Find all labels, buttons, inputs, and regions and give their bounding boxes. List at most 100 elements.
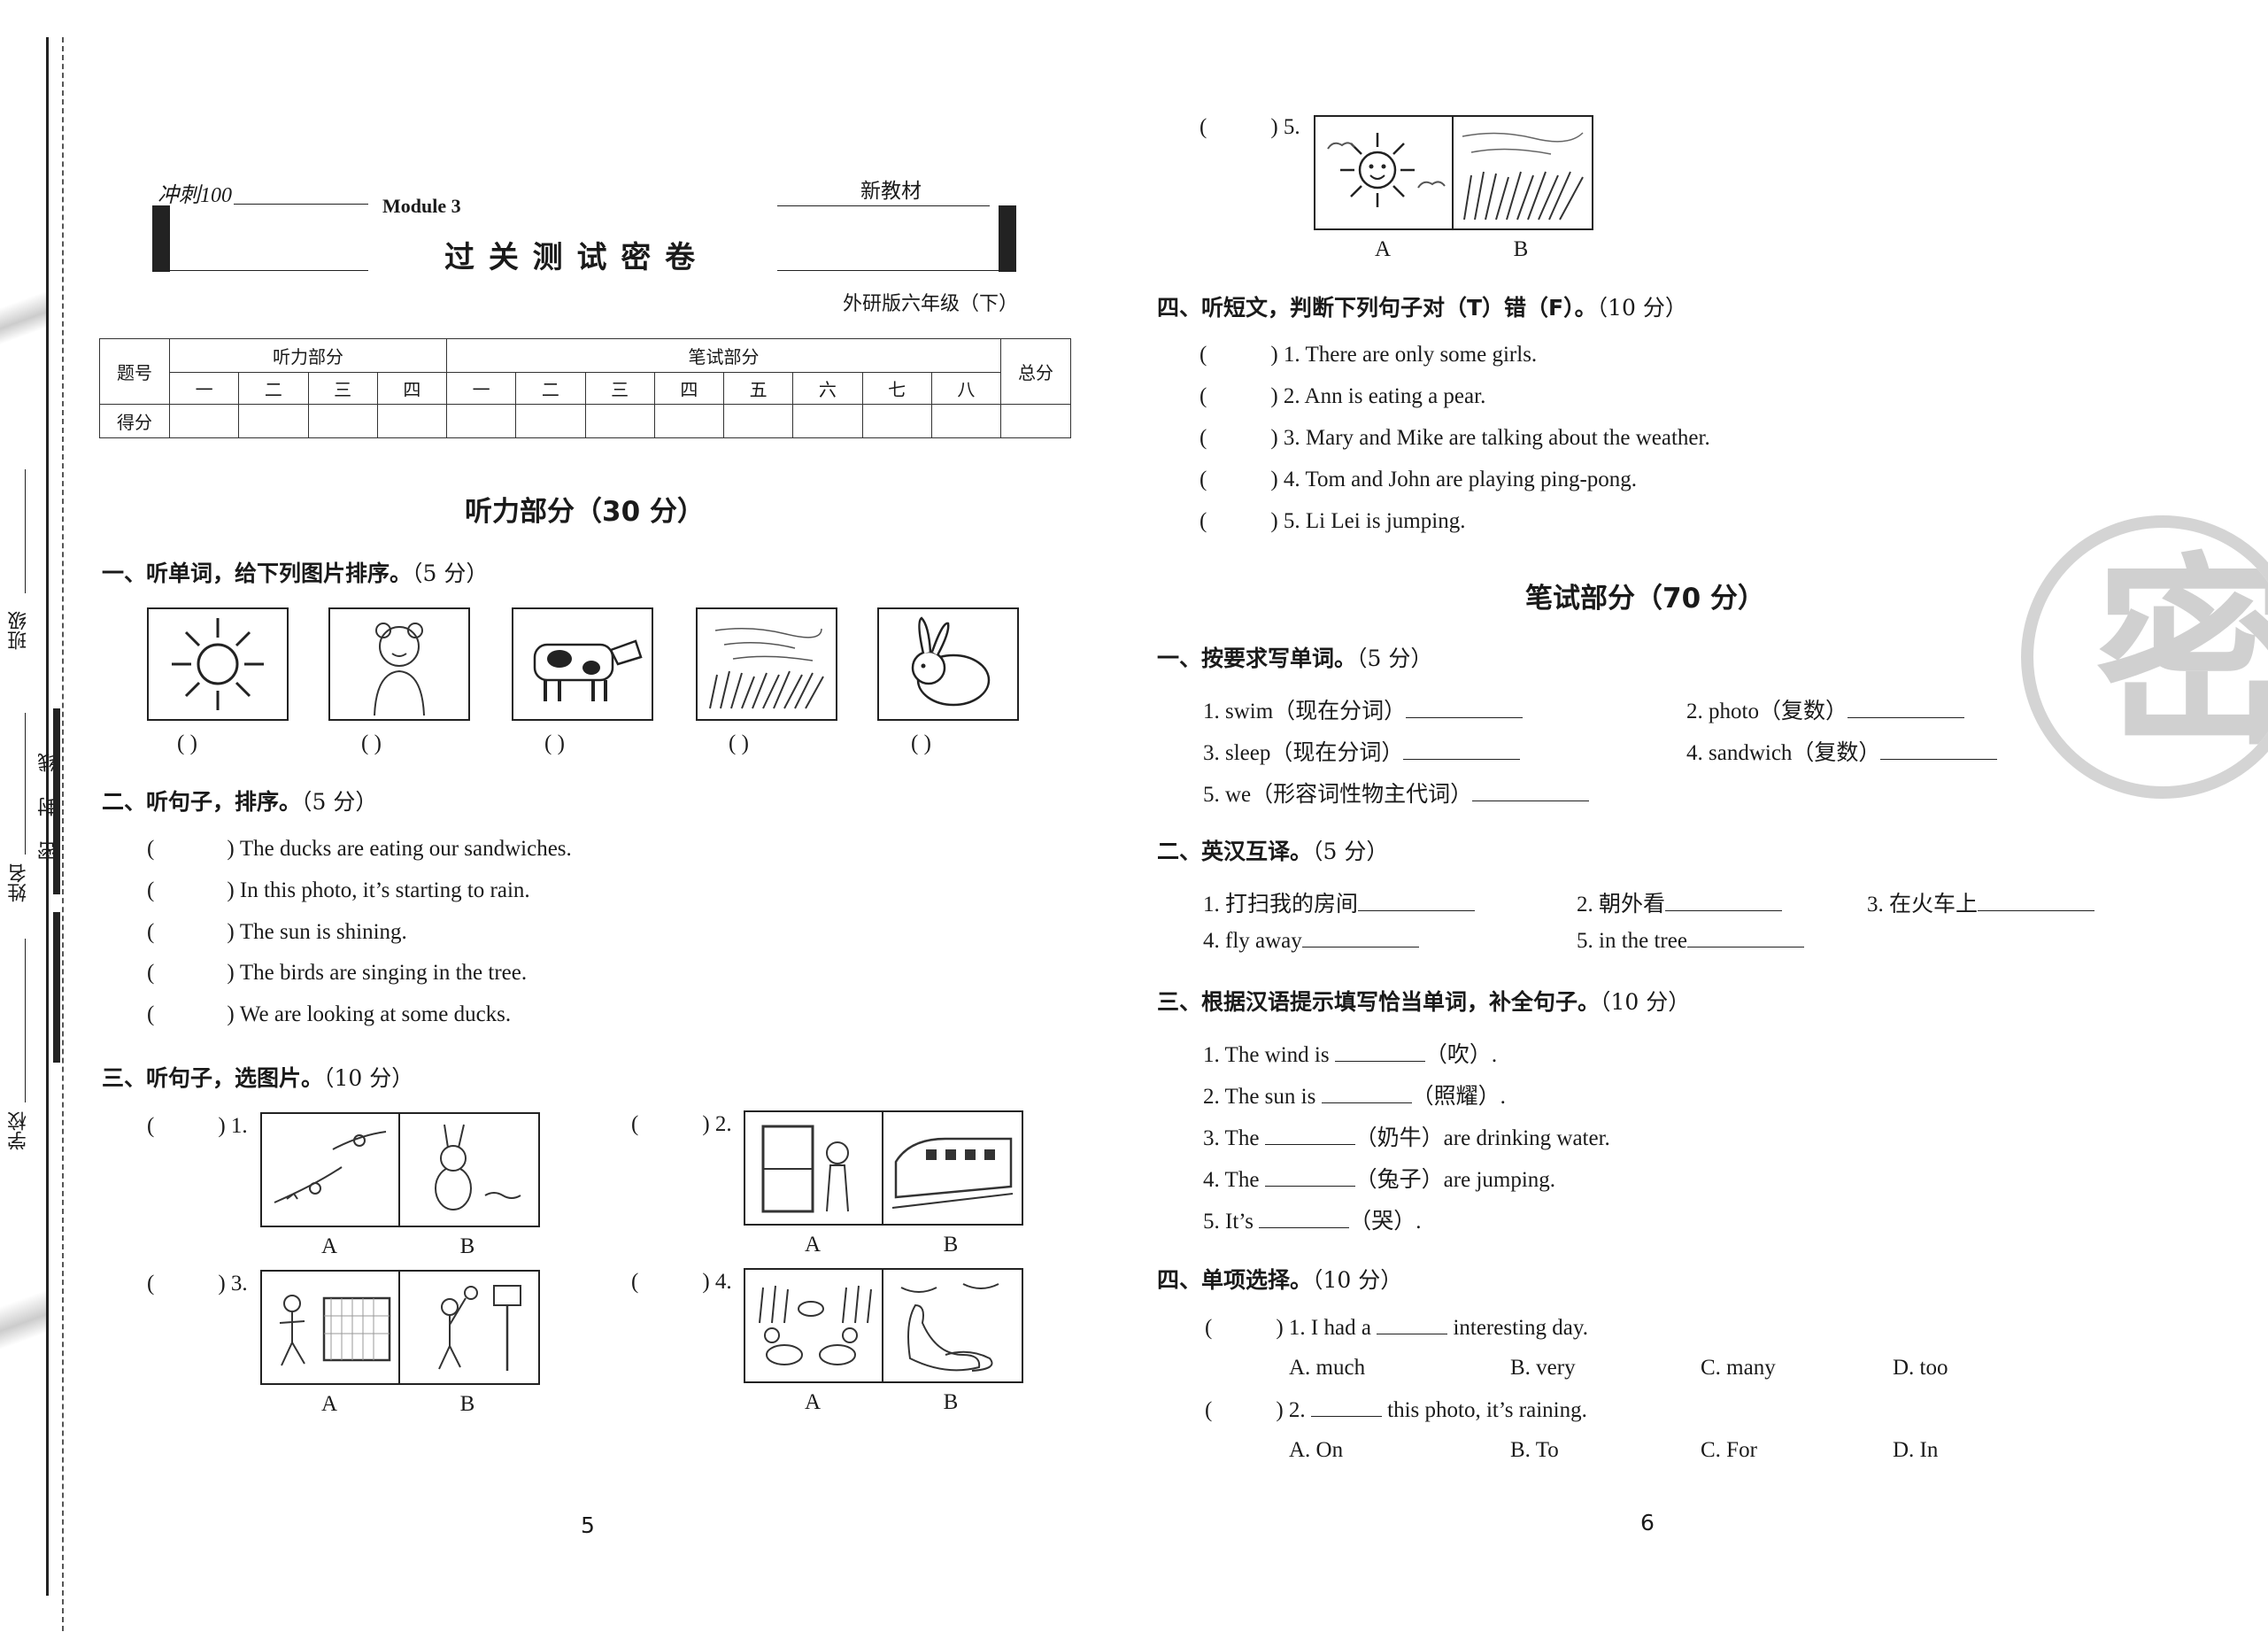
col-header: 三 bbox=[307, 372, 378, 405]
fill-item: 4. sandwich（复数） bbox=[1686, 735, 1998, 767]
mc-option[interactable]: D. too bbox=[1893, 1356, 1948, 1380]
question-4-label: () 4. bbox=[631, 1270, 732, 1294]
score-cell[interactable] bbox=[584, 404, 655, 438]
score-cell[interactable] bbox=[861, 404, 932, 438]
answer-blank[interactable] bbox=[1686, 927, 1804, 947]
answer-paren[interactable]: ( ) bbox=[177, 731, 197, 755]
answer-blank[interactable] bbox=[1403, 739, 1521, 760]
fill-line-name bbox=[25, 713, 26, 855]
new-textbook-label: 新教材 bbox=[860, 180, 922, 202]
score-cell[interactable] bbox=[930, 404, 1002, 438]
score-cell[interactable] bbox=[792, 404, 863, 438]
answer-blank[interactable] bbox=[1301, 927, 1419, 947]
fill-item: 3. 在火车上 bbox=[1867, 886, 2095, 918]
sun-picture bbox=[147, 607, 289, 721]
q2-option-a-picture bbox=[744, 1110, 885, 1226]
answer-blank[interactable] bbox=[1358, 891, 1476, 911]
score-cell[interactable] bbox=[445, 404, 517, 438]
col-header: 一 bbox=[445, 372, 517, 405]
question-5-label: () 5. bbox=[1200, 115, 1300, 139]
answer-blank[interactable] bbox=[1880, 739, 1998, 760]
q3-option-a-picture bbox=[260, 1270, 402, 1385]
answer-blank[interactable] bbox=[1264, 1166, 1355, 1187]
answer-blank[interactable] bbox=[1472, 781, 1590, 801]
right-page: 密 () 5. A B 四、听短文，判断下列句子对（T）错（F）。（10 分） … bbox=[1134, 0, 2268, 1632]
answer-paren[interactable]: ( ) bbox=[729, 731, 749, 755]
mc-option[interactable]: C. For bbox=[1701, 1438, 1757, 1462]
answer-blank[interactable] bbox=[1264, 1125, 1355, 1145]
margin-dashed-line bbox=[62, 37, 64, 1631]
col-header: 四 bbox=[653, 372, 725, 405]
rabbit-picture bbox=[877, 607, 1019, 721]
mc-option[interactable]: B. very bbox=[1510, 1356, 1576, 1380]
mc-question-2: () 2. this photo, it’s raining. bbox=[1205, 1396, 1587, 1422]
list-item: () The sun is shining. bbox=[147, 920, 407, 944]
answer-blank[interactable] bbox=[1665, 891, 1783, 911]
answer-blank[interactable] bbox=[1321, 1083, 1412, 1103]
header-rule bbox=[777, 270, 999, 271]
answer-blank[interactable] bbox=[1259, 1208, 1350, 1228]
margin-corner-mark bbox=[0, 1257, 46, 1364]
list-item: () We are looking at some ducks. bbox=[147, 1002, 512, 1026]
score-cell[interactable] bbox=[653, 404, 725, 438]
question-3-label: () 3. bbox=[147, 1272, 248, 1296]
q1-option-b-picture bbox=[398, 1112, 540, 1227]
margin-thick-bar bbox=[53, 708, 60, 894]
writing-section-3-title: 三、根据汉语提示填写恰当单词，补全句子。（10 分） bbox=[1157, 989, 1691, 1015]
score-table: 题号 听力部分 笔试部分 总分 一 二 三 四 一 二 三 四 五 六 七 八 … bbox=[99, 338, 1071, 438]
answer-blank[interactable] bbox=[1310, 1396, 1382, 1417]
section-2-title: 二、听句子，排序。（5 分） bbox=[102, 789, 378, 815]
fill-item: 1. swim（现在分词） bbox=[1203, 693, 1524, 725]
fill-item: 4. fly away bbox=[1203, 927, 1419, 954]
fill-item: 3. sleep（现在分词） bbox=[1203, 735, 1521, 767]
answer-paren[interactable]: ( ) bbox=[361, 731, 382, 755]
brand-logo: 冲刺100 bbox=[158, 184, 232, 207]
q3-option-b-picture bbox=[398, 1270, 540, 1385]
answer-paren[interactable]: ( ) bbox=[544, 731, 565, 755]
mc-option[interactable]: A. On bbox=[1289, 1438, 1344, 1462]
listening-heading: 听力部分（30 分） bbox=[465, 496, 705, 528]
answer-blank[interactable] bbox=[1406, 698, 1524, 718]
cow-picture bbox=[512, 607, 653, 721]
fill-item: 1. 打扫我的房间 bbox=[1203, 886, 1476, 918]
col-header: 三 bbox=[584, 372, 655, 405]
score-cell[interactable] bbox=[515, 404, 586, 438]
answer-blank[interactable] bbox=[1978, 891, 2095, 911]
option-b-caption: B bbox=[943, 1390, 959, 1414]
section-3-title: 三、听句子，选图片。（10 分） bbox=[102, 1065, 414, 1091]
secret-stamp: 密 bbox=[2021, 515, 2268, 799]
answer-blank[interactable] bbox=[1847, 698, 1964, 718]
score-cell[interactable] bbox=[307, 404, 378, 438]
header-right-bar bbox=[999, 205, 1016, 272]
fill-line-class bbox=[25, 469, 26, 593]
q1-option-a-picture bbox=[260, 1112, 402, 1227]
option-b-caption: B bbox=[943, 1233, 959, 1257]
header-left-bar bbox=[152, 205, 170, 272]
list-item: () 2. Ann is eating a pear. bbox=[1200, 384, 1486, 408]
score-row-header: 得分 bbox=[99, 404, 170, 438]
answer-paren[interactable]: ( ) bbox=[911, 731, 931, 755]
writing-section-2-title: 二、英汉互译。（5 分） bbox=[1157, 839, 1389, 864]
score-cell[interactable] bbox=[722, 404, 794, 438]
mc-option[interactable]: C. many bbox=[1701, 1356, 1776, 1380]
section-1-title: 一、听单词，给下列图片排序。（5 分） bbox=[102, 561, 489, 586]
left-page: 冲刺100 Module 3 过 关 测 试 密 卷 新教材 外研版六年级（下）… bbox=[99, 180, 1071, 1538]
list-item: () The birds are singing in the tree. bbox=[147, 961, 528, 985]
score-cell[interactable] bbox=[376, 404, 448, 438]
mc-option[interactable]: A. much bbox=[1289, 1356, 1366, 1380]
score-cell[interactable] bbox=[168, 404, 240, 438]
mc-option[interactable]: D. In bbox=[1893, 1438, 1939, 1462]
score-cell[interactable] bbox=[1000, 404, 1071, 438]
fill-item: 5. in the tree bbox=[1577, 927, 1804, 954]
header-rule bbox=[234, 204, 368, 205]
q4-option-a-picture bbox=[744, 1268, 885, 1383]
fill-item: 2. 朝外看 bbox=[1577, 886, 1783, 918]
answer-blank[interactable] bbox=[1377, 1314, 1448, 1334]
col-header: 七 bbox=[861, 372, 932, 405]
margin-corner-mark bbox=[0, 266, 46, 354]
answer-blank[interactable] bbox=[1334, 1041, 1425, 1062]
score-cell[interactable] bbox=[238, 404, 309, 438]
margin-solid-line bbox=[46, 37, 49, 1596]
col-header: 二 bbox=[515, 372, 586, 405]
mc-option[interactable]: B. To bbox=[1510, 1438, 1559, 1462]
